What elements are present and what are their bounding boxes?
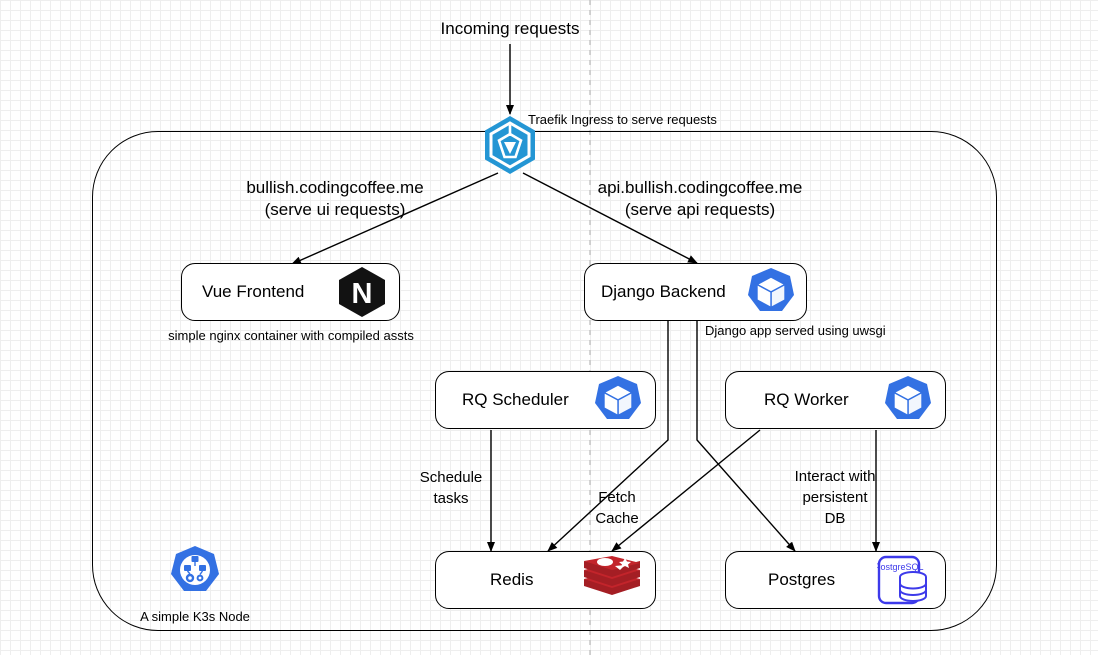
edge-label-fetch-cache: Fetch Cache [595,489,639,527]
ui-route-label: bullish.codingcoffee.me (serve ui reques… [246,178,424,219]
traefik-icon [481,114,539,176]
node-label-redis: Redis [490,570,534,589]
node-label-rq-worker: RQ Worker [764,390,849,409]
frontend-note: simple nginx container with compiled ass… [168,328,414,343]
svg-text:PostgreSQL: PostgreSQL [877,562,924,572]
node-rq-worker[interactable]: RQ Worker [725,371,946,429]
nginx-icon: N [335,265,389,319]
kubernetes-icon [169,545,221,602]
redis-icon [581,555,643,605]
k3s-node-label: A simple K3s Node [140,609,250,624]
node-vue-frontend[interactable]: Vue Frontend N [181,263,400,321]
edge-label-schedule-tasks: Schedule tasks [419,469,483,507]
node-label-vue-frontend: Vue Frontend [202,282,305,301]
k3s-cluster-boundary [92,131,997,631]
kubernetes-pod-icon [746,267,796,317]
k3s-node-badge: A simple K3s Node [133,545,257,624]
edge-label-persistent-db: Interact with persistent DB [794,468,876,527]
node-label-postgres: Postgres [768,570,836,589]
api-route-label: api.bullish.codingcoffee.me (serve api r… [597,178,803,219]
backend-note: Django app served using uwsgi [705,323,886,338]
node-redis[interactable]: Redis [435,551,656,609]
node-label-rq-scheduler: RQ Scheduler [462,390,569,409]
incoming-requests-label: Incoming requests [440,19,580,38]
kubernetes-pod-icon [883,375,933,425]
svg-text:N: N [352,278,373,310]
traefik-ingress-note: Traefik Ingress to serve requests [528,112,717,127]
node-django-backend[interactable]: Django Backend [584,263,807,321]
node-label-django-backend: Django Backend [601,282,726,301]
postgresql-icon: PostgreSQL [877,555,931,605]
node-rq-scheduler[interactable]: RQ Scheduler [435,371,656,429]
node-postgres[interactable]: Postgres PostgreSQL [725,551,946,609]
kubernetes-pod-icon [593,375,643,425]
